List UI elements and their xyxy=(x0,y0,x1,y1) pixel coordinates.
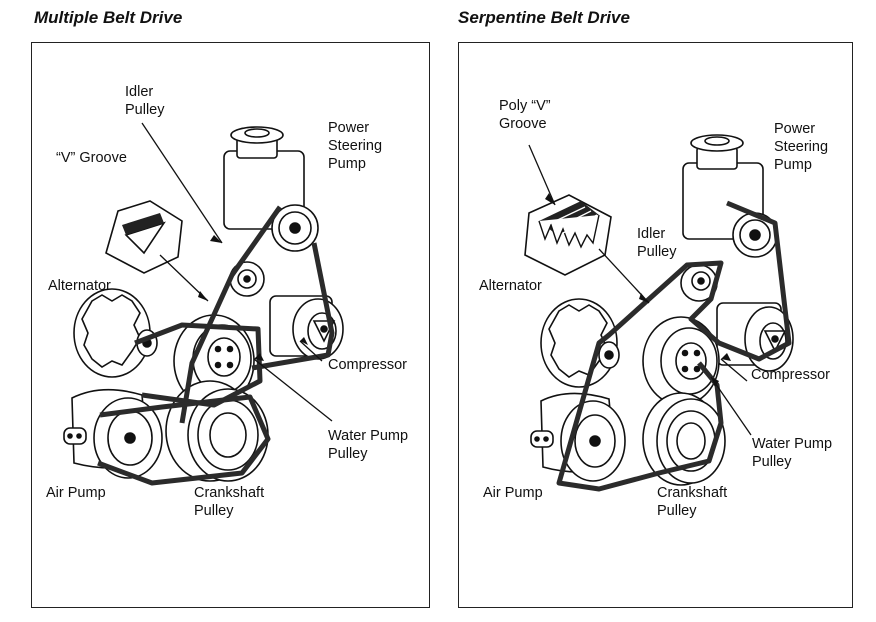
leader-arrowheads xyxy=(545,193,731,387)
idler-pulley-label: Idler Pulley xyxy=(637,226,677,260)
multiple-belt-illustration xyxy=(63,122,344,486)
water-pump-pulley-label: Water Pump Pulley xyxy=(752,436,833,470)
alternator-label: Alternator xyxy=(479,278,542,294)
compressor-label: Compressor xyxy=(751,367,830,383)
air-pump-label: Air Pump xyxy=(46,485,106,501)
alternator xyxy=(540,298,620,388)
crankshaft-pulley-label: Crankshaft Pulley xyxy=(657,485,728,519)
poly-v-groove-label: Poly “V” Groove xyxy=(499,98,551,132)
leader-arrowheads xyxy=(198,235,308,361)
crankshaft-pulley-label: Crankshaft Pulley xyxy=(194,485,265,519)
alternator-label: Alternator xyxy=(48,278,111,294)
multiple-belt-panel: Idler Pulley “V” Groove Power Steering P… xyxy=(31,42,430,608)
air-pump-label: Air Pump xyxy=(483,485,543,501)
v-groove-label: “V” Groove xyxy=(56,150,127,166)
power-steering-pump-label: Power Steering Pump xyxy=(774,121,829,173)
compressor xyxy=(716,302,794,372)
multiple-belt-title: Multiple Belt Drive xyxy=(34,8,183,27)
serpentine-belt-panel: Poly “V” Groove Power Steering Pump Idle… xyxy=(458,42,853,608)
crankshaft-pulley xyxy=(642,392,726,486)
compressor xyxy=(269,295,344,360)
air-pump xyxy=(530,392,626,482)
idler-pulley xyxy=(680,264,718,302)
water-pump-pulley-label: Water Pump Pulley xyxy=(328,428,409,462)
idler-pulley-label: Idler Pulley xyxy=(125,84,165,118)
water-pump-pulley xyxy=(642,316,720,406)
alternator xyxy=(73,288,158,378)
power-steering-pump-label: Power Steering Pump xyxy=(328,120,383,172)
serpentine-belt-illustration xyxy=(524,134,794,492)
serpentine-belt xyxy=(556,200,792,492)
compressor-label: Compressor xyxy=(328,357,407,373)
leader-lines xyxy=(141,122,333,422)
poly-v-groove-inset xyxy=(524,194,612,276)
power-steering-pump xyxy=(223,126,319,252)
leader-lines xyxy=(528,144,752,436)
v-groove-inset xyxy=(105,200,183,274)
air-pump xyxy=(63,388,163,479)
crankshaft-pulley xyxy=(165,380,269,482)
power-steering-pump xyxy=(682,134,778,258)
serpentine-belt-title: Serpentine Belt Drive xyxy=(458,8,630,27)
